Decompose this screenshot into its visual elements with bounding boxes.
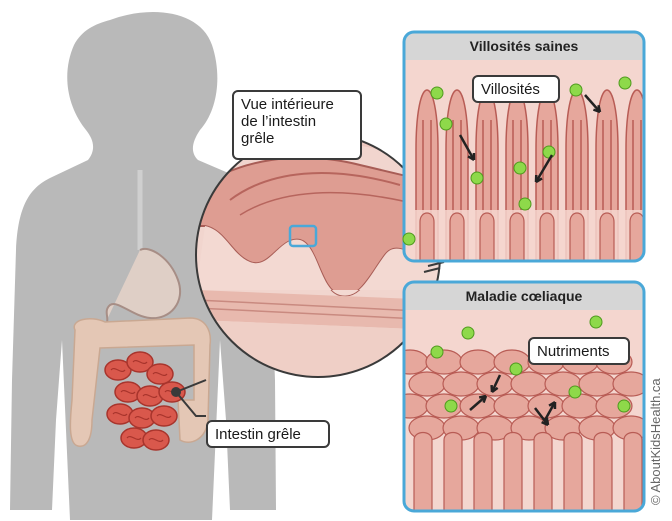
crypt bbox=[624, 433, 642, 513]
nutrient-dot bbox=[445, 400, 457, 412]
nutrient-dot bbox=[519, 198, 531, 210]
flattened-villus bbox=[528, 394, 564, 418]
flattened-villus bbox=[392, 350, 428, 374]
crypt bbox=[564, 433, 582, 513]
nutrient-dot bbox=[619, 77, 631, 89]
flattened-villus bbox=[579, 372, 615, 396]
nutrient-dot bbox=[403, 233, 415, 245]
nutrient-dot bbox=[569, 386, 581, 398]
nutrient-dot bbox=[510, 363, 522, 375]
nutrient-dot bbox=[440, 118, 452, 130]
nutrient-dot bbox=[618, 400, 630, 412]
crypt bbox=[480, 213, 494, 262]
crypt bbox=[420, 213, 434, 262]
inner-view-line-2: de l’intestin bbox=[241, 113, 353, 130]
flattened-villus bbox=[460, 394, 496, 418]
nutrient-dot bbox=[514, 162, 526, 174]
celiac-panel-title: Maladie cœliaque bbox=[404, 288, 644, 304]
crypt bbox=[570, 213, 584, 262]
nutrient-dot bbox=[462, 327, 474, 339]
nutrient-dot bbox=[431, 87, 443, 99]
nutrient-dot bbox=[590, 316, 602, 328]
crypt bbox=[444, 433, 462, 513]
flattened-villus bbox=[460, 350, 496, 374]
healthy-panel-title: Villosités saines bbox=[404, 38, 644, 54]
flattened-villus bbox=[562, 394, 598, 418]
flattened-villus bbox=[409, 372, 445, 396]
crypt bbox=[414, 433, 432, 513]
nutrients-callout: Nutriments bbox=[528, 337, 630, 365]
nutrient-dot bbox=[570, 84, 582, 96]
crypt bbox=[540, 213, 554, 262]
copyright-credit: © AboutKidsHealth.ca bbox=[648, 378, 663, 505]
flattened-villus bbox=[443, 372, 479, 396]
crypt bbox=[534, 433, 552, 513]
crypt bbox=[504, 433, 522, 513]
small-intestine-callout: Intestin grêle bbox=[206, 420, 330, 448]
nutrient-dot bbox=[431, 346, 443, 358]
panel-healthy-villi bbox=[404, 32, 648, 262]
flattened-villus bbox=[392, 394, 428, 418]
panel-celiac bbox=[392, 282, 649, 512]
crypt bbox=[600, 213, 614, 262]
crypt bbox=[510, 213, 524, 262]
inner-view-line-3: grêle bbox=[241, 130, 353, 147]
crypt bbox=[474, 433, 492, 513]
inner-view-callout: Vue intérieure de l’intestin grêle bbox=[232, 90, 362, 160]
nutrient-dot bbox=[543, 146, 555, 158]
crypt bbox=[450, 213, 464, 262]
inner-view-line-1: Vue intérieure bbox=[241, 96, 353, 113]
flattened-villus bbox=[494, 394, 530, 418]
flattened-villus bbox=[511, 372, 547, 396]
crypt bbox=[594, 433, 612, 513]
nutrient-dot bbox=[471, 172, 483, 184]
villi-callout: Villosités bbox=[472, 75, 560, 103]
